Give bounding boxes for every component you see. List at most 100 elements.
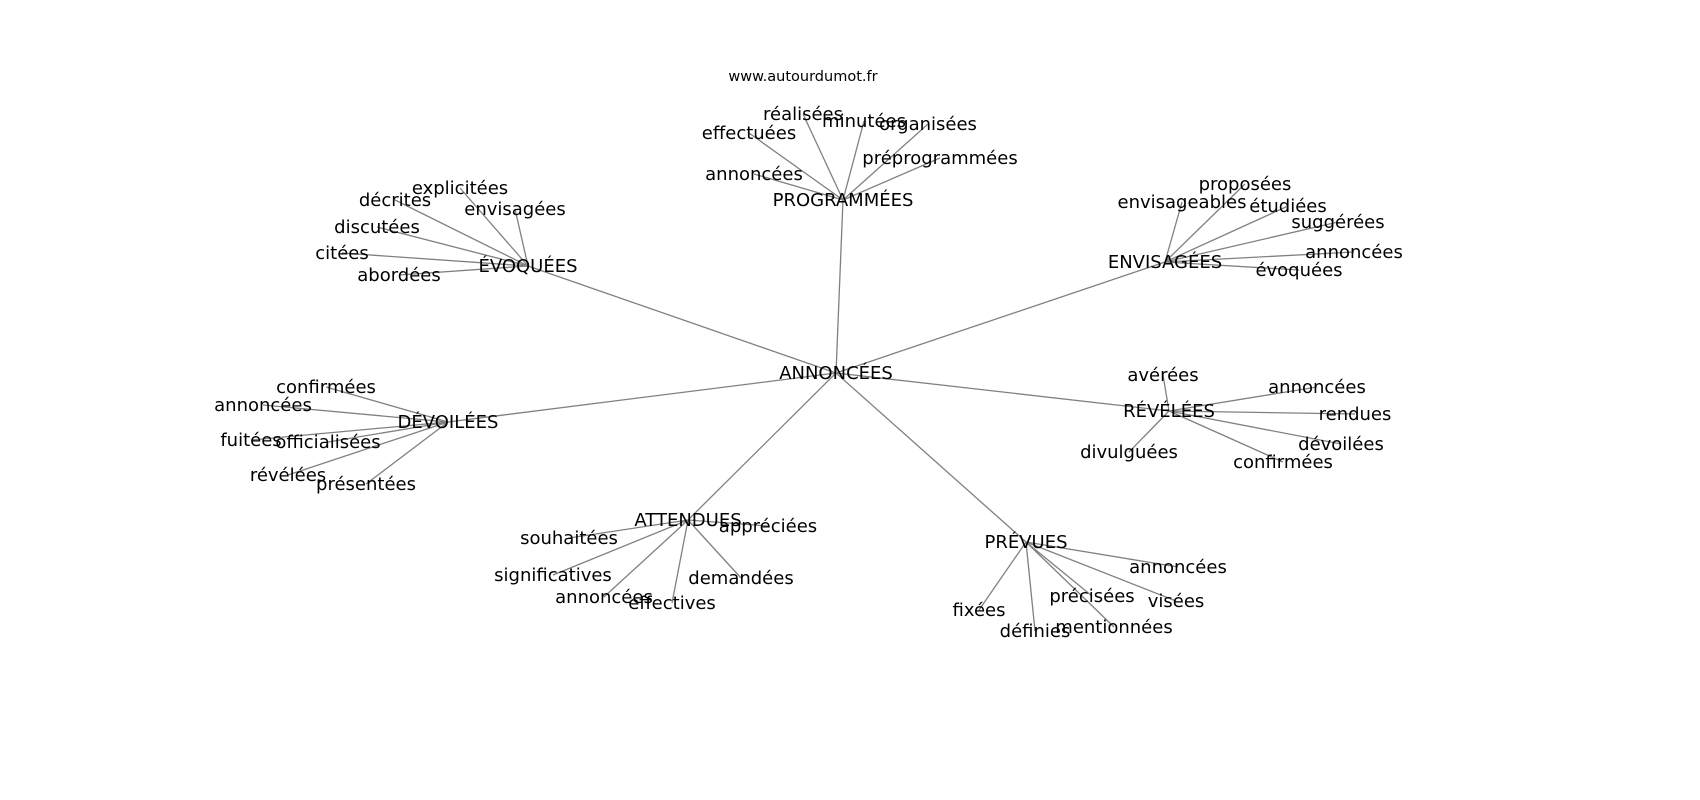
leaf-word[interactable]: envisagées [464, 199, 566, 220]
leaf-word[interactable]: annoncées [1305, 242, 1403, 263]
edge-hub-leaf [514, 208, 529, 267]
edge-hub-leaf [1164, 221, 1339, 263]
leaf-word[interactable]: significatives [494, 565, 612, 586]
leaf-word[interactable]: souhaitées [520, 528, 618, 549]
leaf-word[interactable]: confirmées [276, 377, 376, 398]
edge-hub-leaf [1164, 261, 1300, 271]
leaf-word[interactable]: officialisées [275, 432, 380, 453]
leaf-word[interactable]: explicitées [412, 178, 508, 199]
leaf-word[interactable]: proposées [1199, 174, 1292, 195]
edge-hub-leaf [459, 187, 529, 267]
leaf-word[interactable]: annoncées [1268, 377, 1366, 398]
edge-hub-leaf [568, 519, 689, 539]
edge-hub-leaf [341, 252, 529, 267]
leaf-word[interactable]: étudiées [1249, 196, 1327, 217]
leaf-word[interactable]: réalisées [763, 104, 843, 125]
edge-hub-leaf [327, 421, 449, 443]
edge-hub-leaf [398, 265, 529, 276]
leaf-word[interactable]: discutées [334, 217, 420, 238]
hub-word[interactable]: ATTENDUES [634, 510, 741, 531]
hub-word[interactable]: PROGRAMMÉES [773, 189, 914, 211]
leaf-word[interactable]: préprogrammées [862, 148, 1017, 169]
edge-hub-leaf [325, 386, 449, 423]
leaf-word[interactable]: définies [1000, 621, 1071, 642]
edge-hub-leaf [1025, 541, 1093, 597]
hub-word[interactable]: DÉVOILÉES [398, 411, 499, 433]
edge-hub-leaf [287, 421, 449, 476]
edge-hub-leaf [262, 404, 449, 423]
leaf-word[interactable]: suggérées [1291, 212, 1384, 233]
edge-hub-leaf [687, 519, 769, 527]
hub-word[interactable]: PRÉVUES [984, 531, 1067, 553]
leaf-word[interactable]: effectuées [702, 123, 796, 144]
edge-hub-leaf [376, 226, 529, 267]
leaf-word[interactable]: demandées [688, 568, 793, 589]
edge-hub-leaf [671, 519, 689, 604]
edge-hub-leaf [1168, 386, 1318, 412]
edge-hub-leaf [1164, 183, 1246, 263]
edge-hub-leaf [842, 120, 865, 201]
leaf-word[interactable]: annoncées [555, 587, 653, 608]
edge-hub-leaf [1164, 201, 1183, 263]
leaf-word[interactable]: annoncées [1129, 557, 1227, 578]
leaf-word[interactable]: mentionnées [1055, 617, 1172, 638]
leaf-word[interactable]: appréciées [719, 516, 817, 537]
labels: www.autourdumot.fr ANNONCÉES PROGRAMMÉES… [214, 69, 1403, 642]
leaf-word[interactable]: confirmées [1233, 452, 1333, 473]
edge-hub-leaf [753, 173, 844, 201]
edge-hub-leaf [1164, 251, 1355, 263]
leaf-word[interactable]: abordées [357, 265, 441, 286]
leaf-word[interactable]: dévoilées [1298, 434, 1384, 455]
leaf-word[interactable]: effectives [628, 593, 716, 614]
edge-hub-leaf [250, 421, 449, 441]
leaf-word[interactable]: annoncées [705, 164, 803, 185]
edge-center-hub [835, 261, 1166, 374]
edge-hub-leaf [1128, 410, 1170, 453]
hub-word[interactable]: ÉVOQUÉES [478, 255, 577, 277]
edge-center-hub [527, 265, 837, 374]
center-word[interactable]: ANNONCÉES [779, 362, 893, 384]
leaf-word[interactable]: présentées [316, 474, 416, 495]
edge-hub-leaf [978, 541, 1027, 611]
edge-center-hub [447, 372, 837, 423]
leaf-word[interactable]: visées [1148, 591, 1205, 612]
leaf-word[interactable]: organisées [879, 114, 977, 135]
edge-hub-leaf [365, 421, 449, 485]
edge-hub-leaf [687, 519, 742, 579]
edge-center-hub [687, 372, 837, 521]
edge-center-hub [835, 372, 1027, 543]
leaf-word[interactable]: citées [315, 243, 368, 264]
edge-hub-leaf [603, 519, 689, 598]
edge-hub-leaf [802, 113, 844, 201]
edge-hub-leaf [1162, 374, 1170, 412]
edge-hub-leaf [1168, 410, 1356, 415]
leaf-word[interactable]: annoncées [214, 395, 312, 416]
edge-hub-leaf [552, 519, 689, 576]
leaf-word[interactable]: minutées [822, 111, 906, 132]
edges [250, 113, 1356, 632]
leaf-word[interactable]: divulguées [1080, 442, 1178, 463]
leaf-word[interactable]: rendues [1319, 404, 1392, 425]
leaf-word[interactable]: décrites [359, 190, 431, 211]
leaf-word[interactable]: envisageables [1118, 192, 1247, 213]
edge-center-hub [835, 372, 1170, 412]
edge-hub-leaf [1025, 541, 1115, 628]
leaf-word[interactable]: avérées [1127, 365, 1198, 386]
site-title[interactable]: www.autourdumot.fr [728, 69, 877, 85]
edge-hub-leaf [1164, 205, 1289, 263]
edge-hub-leaf [748, 132, 844, 201]
edge-hub-leaf [842, 157, 941, 201]
leaf-word[interactable]: révélées [250, 465, 326, 486]
hub-word[interactable]: ENVISAGÉES [1108, 251, 1222, 273]
leaf-word[interactable]: fuitées [220, 430, 281, 451]
edge-center-hub [835, 199, 844, 374]
leaf-word[interactable]: évoquées [1255, 260, 1342, 281]
leaf-word[interactable]: fixées [953, 600, 1006, 621]
edge-hub-leaf [842, 123, 929, 201]
edge-hub-leaf [394, 199, 529, 267]
hub-word[interactable]: RÉVÉLÉES [1123, 400, 1215, 422]
leaf-word[interactable]: précisées [1049, 586, 1134, 607]
edge-hub-leaf [1168, 410, 1284, 463]
